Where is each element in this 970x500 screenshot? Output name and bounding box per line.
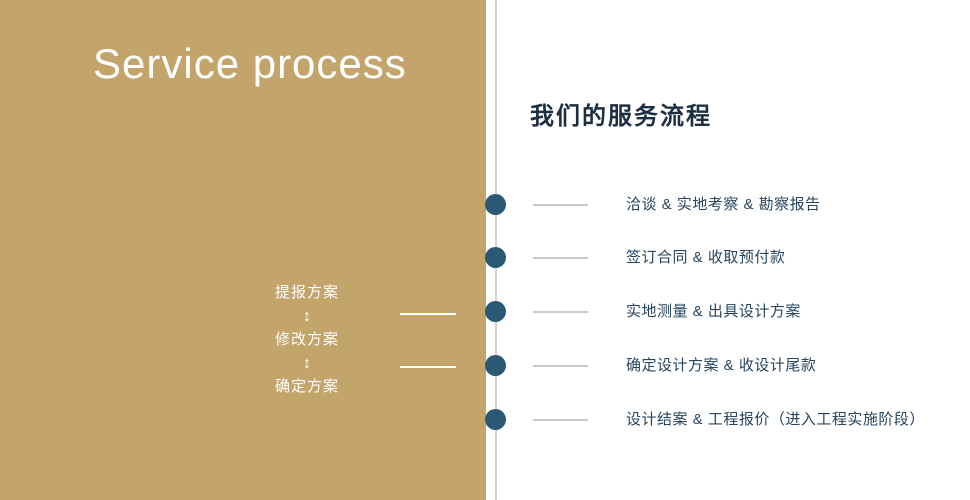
process-step-text: 签订合同 & 收取预付款 xyxy=(626,249,786,266)
timeline-dot-icon xyxy=(485,301,506,322)
timeline-dot-icon xyxy=(485,247,506,268)
step-connector-tick xyxy=(400,313,456,315)
plan-steps-block: 提报方案 ↕ 修改方案 ↕ 确定方案 xyxy=(237,283,377,397)
section-heading: 我们的服务流程 xyxy=(530,103,712,130)
process-row: 确定设计方案 & 收设计尾款 xyxy=(0,355,970,377)
timeline-dot-icon xyxy=(485,409,506,430)
process-row: 签订合同 & 收取预付款 xyxy=(0,247,970,269)
connector-line xyxy=(533,204,588,206)
step-connector-tick xyxy=(400,366,456,368)
left-tan-panel: Service process 提报方案 ↕ 修改方案 ↕ 确定方案 xyxy=(0,0,486,500)
connector-line xyxy=(533,257,588,259)
process-row: 设计结案 & 工程报价（进入工程实施阶段） xyxy=(0,409,970,431)
connector-line xyxy=(533,419,588,421)
process-step-text: 洽谈 & 实地考察 & 勘察报告 xyxy=(626,196,821,213)
process-step-text: 设计结案 & 工程报价（进入工程实施阶段） xyxy=(626,411,925,428)
connector-line xyxy=(533,365,588,367)
process-step-text: 实地测量 & 出具设计方案 xyxy=(626,303,801,320)
step-label-confirm-plan: 确定方案 xyxy=(274,378,339,395)
process-row: 洽谈 & 实地考察 & 勘察报告 xyxy=(0,194,970,216)
process-row: 实地测量 & 出具设计方案 xyxy=(0,301,970,323)
process-step-text: 确定设计方案 & 收设计尾款 xyxy=(626,357,817,374)
connector-line xyxy=(533,311,588,313)
timeline-dot-icon xyxy=(485,355,506,376)
step-label-revise-plan: 修改方案 xyxy=(274,331,339,348)
up-down-arrow-icon: ↕ xyxy=(303,355,311,372)
page-title: Service process xyxy=(93,40,407,87)
step-label-submit-plan: 提报方案 xyxy=(274,284,339,301)
up-down-arrow-icon: ↕ xyxy=(303,308,311,325)
timeline-dot-icon xyxy=(485,194,506,215)
